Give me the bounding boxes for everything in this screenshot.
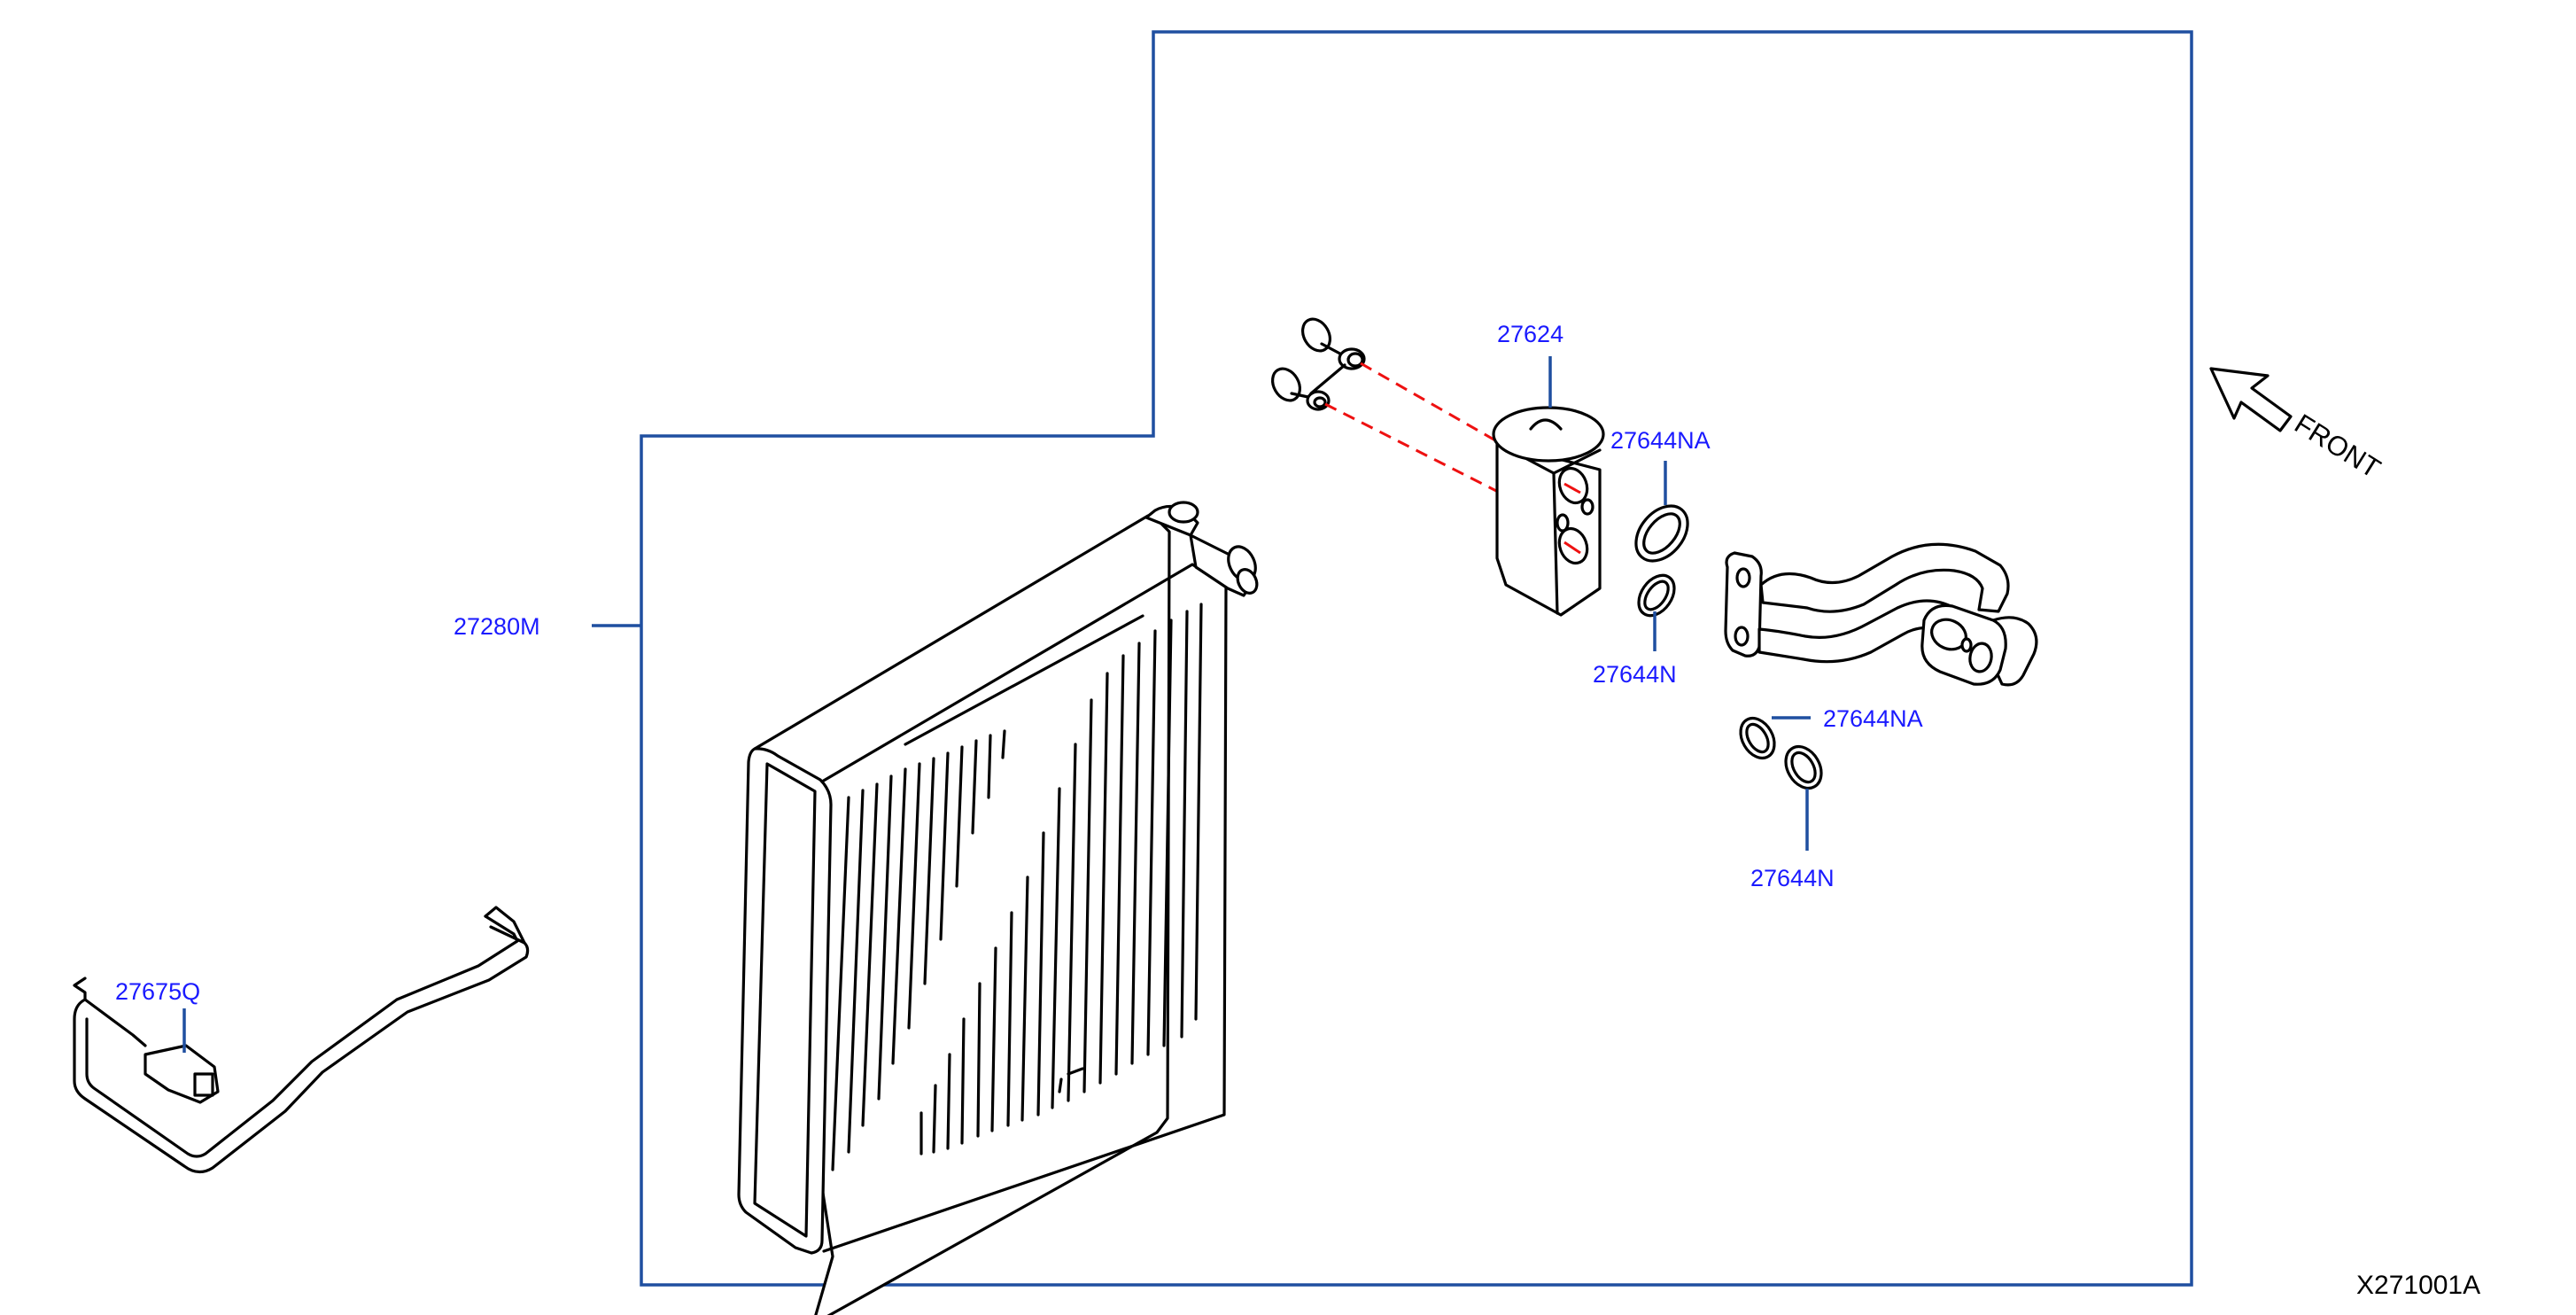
- pipe-flange-left-hole-2: [1734, 626, 1750, 647]
- refrigerant-pipe[interactable]: [1724, 542, 2038, 687]
- o-ring-lower-na[interactable]: [1734, 712, 1781, 765]
- bolt-nut-upper-inner: [1346, 352, 1364, 368]
- front-label: FRONT: [2289, 408, 2386, 484]
- pipe-tube-upper: [1759, 542, 2010, 613]
- label-thermo-sensor: 27675Q: [115, 978, 200, 1005]
- thermo-sensor-lead: [83, 998, 147, 1047]
- expansion-valve-cap-tab: [1529, 418, 1563, 431]
- label-o-ring-lower-n: 27644N: [1750, 865, 1835, 891]
- assembly-frame: [640, 30, 2193, 1287]
- bolt-head-upper: [1300, 317, 1332, 353]
- label-expansion-valve: 27624: [1497, 321, 1563, 347]
- bolt-crossbar: [1309, 363, 1346, 395]
- thermo-sensor-wire: [73, 925, 530, 1174]
- thermo-sensor-connector-latch: [193, 1072, 214, 1097]
- expansion-valve-port-2: [1580, 498, 1594, 516]
- label-o-ring-upper-na: 27644NA: [1610, 427, 1711, 454]
- pipe-flange-right-port-2: [1968, 642, 1993, 673]
- expansion-valve-port-4: [1557, 526, 1589, 565]
- evaporator-pipe-nipple-5: [1236, 568, 1259, 595]
- pipe-flange-right-hole: [1960, 637, 1973, 653]
- label-o-ring-upper-n: 27644N: [1593, 661, 1677, 688]
- evaporator-front-rim: [753, 762, 817, 1238]
- thermo-sensor-wire-inner: [85, 914, 519, 1158]
- label-evaporator: 27280M: [454, 613, 540, 640]
- evaporator-fins: [831, 603, 1203, 1171]
- o-ring-lower-na-inner: [1745, 722, 1770, 754]
- expansion-valve-mark-1: [1563, 482, 1581, 494]
- evaporator-front-face: [737, 747, 833, 1255]
- o-ring-upper-n[interactable]: [1632, 569, 1682, 622]
- label-o-ring-lower-na: 27644NA: [1823, 705, 1923, 732]
- expansion-valve-cap: [1492, 406, 1605, 463]
- bolt-nut-lower-inner: [1313, 396, 1327, 409]
- o-ring-upper-na[interactable]: [1626, 496, 1698, 571]
- expansion-valve-port-1: [1557, 466, 1589, 505]
- evaporator-side-rim: [822, 583, 1228, 1253]
- front-arrow-icon: [2209, 367, 2293, 432]
- valve-bolts[interactable]: [1267, 315, 1366, 411]
- pipe-flange-left-hole-1: [1735, 567, 1751, 588]
- diagram-code: X271001A: [2356, 1271, 2480, 1300]
- thermo-sensor[interactable]: [73, 906, 530, 1174]
- expansion-valve[interactable]: [1492, 406, 1605, 617]
- pipe-tube-lower: [1757, 599, 1974, 664]
- front-arrow-shape: [2209, 367, 2293, 432]
- bolt-head-lower: [1270, 367, 1302, 402]
- o-ring-lower-n-inner: [1790, 751, 1817, 784]
- expansion-valve-mark-2: [1563, 541, 1581, 555]
- evaporator-core[interactable]: [737, 501, 1261, 1315]
- evaporator-pipe-nipple-2: [1168, 501, 1199, 524]
- o-ring-lower-n[interactable]: [1779, 740, 1828, 794]
- o-ring-upper-n-inner: [1643, 580, 1670, 611]
- o-ring-upper-na-inner: [1642, 512, 1681, 555]
- thermo-sensor-probe-tip: [484, 906, 526, 945]
